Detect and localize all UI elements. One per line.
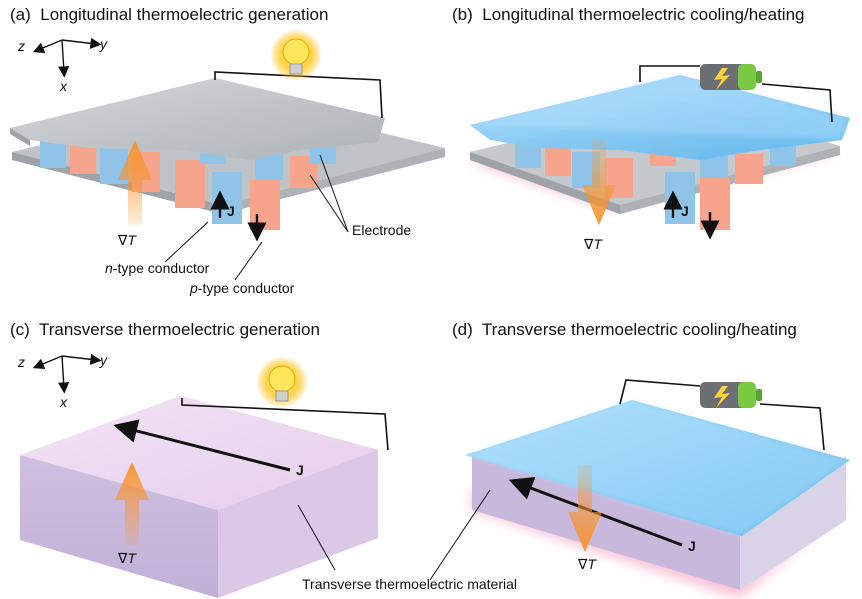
- panel-b-gradient-label: ∇T: [584, 236, 602, 253]
- panel-c-block-front: [20, 455, 218, 598]
- battery-icon: [700, 64, 762, 90]
- panel-c-title-text: Transverse thermoelectric generation: [38, 320, 320, 339]
- n-type-suffix: -type conductor: [112, 260, 210, 276]
- panel-a-top-electrode: [10, 78, 385, 160]
- panel-c-heat-arrow: [115, 462, 149, 545]
- panel-a-gradient-label: ∇T: [118, 232, 136, 249]
- panel-b-title-text: Longitudinal thermoelectric cooling/heat…: [482, 5, 805, 24]
- panel-d-heat-arrow: [568, 465, 602, 552]
- p-type-suffix: -type conductor: [197, 280, 295, 296]
- axis-x-label: x: [60, 78, 67, 94]
- electrode-label: Electrode: [352, 222, 412, 238]
- axis-x-label: x: [60, 394, 67, 410]
- axis-y-label: y: [100, 36, 107, 52]
- panel-d-title: (d) Transverse thermoelectric cooling/he…: [452, 320, 797, 340]
- panel-b-current-label: J: [681, 203, 689, 219]
- panel-b-diagram: [470, 64, 850, 240]
- panel-a-axes: [32, 37, 102, 78]
- panel-b-wire: [639, 65, 700, 82]
- panel-c-axes: [32, 353, 102, 394]
- panel-c-gradient-label: ∇T: [118, 550, 136, 567]
- panel-a-heat-arrow: [118, 140, 152, 225]
- panel-b-title: (b) Longitudinal thermoelectric cooling/…: [452, 5, 805, 25]
- gradient-var: T: [587, 556, 596, 572]
- gradient-var: T: [127, 550, 136, 566]
- panel-d-block-front: [472, 452, 740, 590]
- panel-d-diagram: [429, 379, 850, 598]
- p-type-prefix: p: [190, 280, 198, 296]
- panel-a-title-text: Longitudinal thermoelectric generation: [40, 5, 329, 24]
- panel-d-tag: (d): [452, 320, 473, 339]
- gradient-symbol: ∇: [118, 232, 128, 248]
- gradient-var: T: [127, 232, 136, 248]
- axis-z-label: z: [18, 354, 25, 370]
- panel-d-current-label: J: [688, 538, 696, 554]
- panel-c-title: (c) Transverse thermoelectric generation: [10, 320, 320, 340]
- panel-c-tag: (c): [10, 320, 30, 339]
- panel-c-block-top: [20, 396, 378, 510]
- gradient-symbol: ∇: [118, 550, 128, 566]
- panel-d-block-side: [740, 456, 846, 590]
- n-type-prefix: n: [105, 260, 113, 276]
- panel-d-title-text: Transverse thermoelectric cooling/heatin…: [481, 320, 797, 339]
- panel-b-tag: (b): [452, 5, 473, 24]
- gradient-var: T: [593, 236, 602, 252]
- panel-d-current-arrow: [508, 476, 683, 547]
- panel-d-wire: [619, 379, 701, 405]
- panel-c-diagram: [20, 353, 389, 598]
- p-type-label: p-type conductor: [190, 280, 294, 296]
- panel-b-heat-arrow: [582, 140, 616, 225]
- n-type-label: n-type conductor: [105, 260, 209, 276]
- gradient-symbol: ∇: [578, 556, 588, 572]
- p-type-leg: [250, 180, 280, 230]
- panel-c-block-side: [218, 450, 378, 598]
- axis-z-label: z: [18, 38, 25, 54]
- panel-c-wire: [181, 398, 389, 451]
- panel-a-current-label: J: [227, 203, 235, 219]
- panel-a-title: (a) Longitudinal thermoelectric generati…: [10, 5, 328, 25]
- panel-c-current-arrow: [113, 419, 291, 472]
- transverse-material-label: Transverse thermoelectric material: [302, 576, 517, 592]
- panel-c-current-label: J: [296, 462, 304, 478]
- panel-a-diagram: [10, 29, 445, 281]
- panel-a-tag: (a): [10, 5, 31, 24]
- axis-y-label: y: [100, 352, 107, 368]
- panel-d-gradient-label: ∇T: [578, 556, 596, 573]
- battery-icon: [700, 382, 762, 408]
- gradient-symbol: ∇: [584, 236, 594, 252]
